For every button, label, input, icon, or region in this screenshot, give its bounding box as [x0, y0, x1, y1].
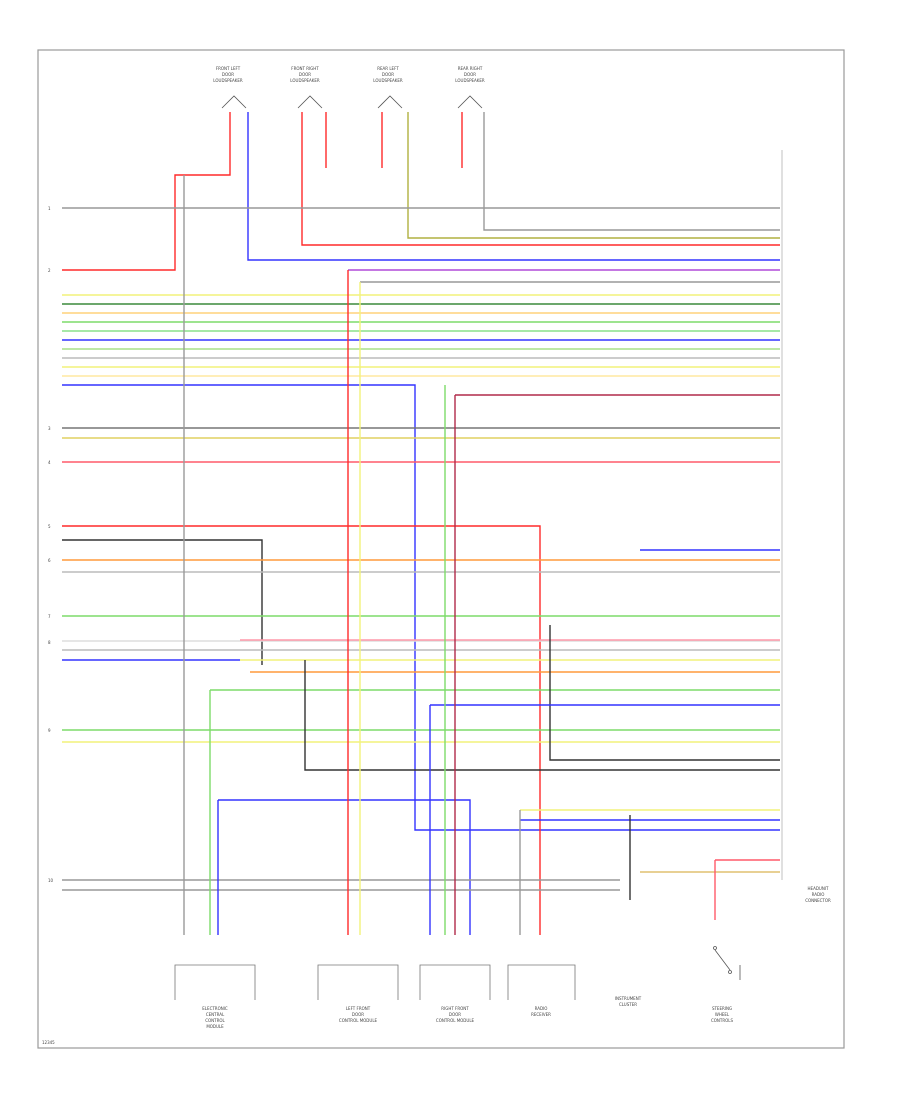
svg-text:LOUDSPEAKER: LOUDSPEAKER: [290, 78, 320, 83]
top-connector-labels: FRONT LEFT DOOR LOUDSPEAKER FRONT RIGHT …: [213, 66, 485, 83]
svg-text:CONTROL MODULE: CONTROL MODULE: [339, 1018, 378, 1023]
footer-code: 12345: [42, 1040, 55, 1045]
svg-text:RADIO: RADIO: [535, 1006, 548, 1011]
svg-text:LOUDSPEAKER: LOUDSPEAKER: [373, 78, 403, 83]
bottom-components: [174, 964, 576, 1000]
svg-text:DOOR: DOOR: [449, 1012, 461, 1017]
svg-text:ELECTRONIC: ELECTRONIC: [202, 1006, 228, 1011]
bottom-labels: ELECTRONIC CENTRAL CONTROL MODULE LEFT F…: [202, 996, 733, 1029]
svg-text:DOOR: DOOR: [382, 72, 394, 77]
svg-text:DOOR: DOOR: [299, 72, 311, 77]
svg-text:DOOR: DOOR: [352, 1012, 364, 1017]
svg-text:DOOR: DOOR: [222, 72, 234, 77]
svg-text:REAR RIGHT: REAR RIGHT: [458, 66, 483, 71]
svg-text:LOUDSPEAKER: LOUDSPEAKER: [213, 78, 243, 83]
svg-text:4: 4: [48, 460, 51, 465]
svg-text:MODULE: MODULE: [206, 1024, 224, 1029]
svg-text:CONNECTOR: CONNECTOR: [805, 898, 831, 903]
svg-text:CENTRAL: CENTRAL: [206, 1012, 225, 1017]
steering-switch-symbol: [713, 946, 741, 980]
svg-text:1: 1: [48, 206, 51, 211]
svg-text:RIGHT FRONT: RIGHT FRONT: [441, 1006, 469, 1011]
svg-text:FRONT RIGHT: FRONT RIGHT: [291, 66, 319, 71]
right-connector-label: HEADUNIT RADIO CONNECTOR: [805, 886, 831, 903]
svg-text:HEADUNIT: HEADUNIT: [808, 886, 829, 891]
svg-text:LOUDSPEAKER: LOUDSPEAKER: [455, 78, 485, 83]
top-connectors: [221, 95, 483, 109]
wire-number-labels: 1 2 3 4 5 6 7 8 9 10: [48, 206, 54, 883]
svg-text:DOOR: DOOR: [464, 72, 476, 77]
svg-text:RECEIVER: RECEIVER: [531, 1012, 551, 1017]
wires: [62, 112, 780, 935]
svg-text:10: 10: [48, 878, 54, 883]
svg-text:5: 5: [48, 524, 51, 529]
svg-text:STEERING: STEERING: [712, 1006, 732, 1011]
diagram-frame: [37, 49, 845, 1049]
svg-text:9: 9: [48, 728, 51, 733]
svg-text:CLUSTER: CLUSTER: [619, 1002, 637, 1007]
svg-text:CONTROL: CONTROL: [205, 1018, 225, 1023]
svg-text:2: 2: [48, 268, 51, 273]
svg-text:CONTROL MODULE: CONTROL MODULE: [436, 1018, 475, 1023]
svg-text:RADIO: RADIO: [812, 892, 825, 897]
svg-text:CONTROLS: CONTROLS: [711, 1018, 734, 1023]
svg-text:FRONT LEFT: FRONT LEFT: [216, 66, 241, 71]
svg-text:REAR LEFT: REAR LEFT: [377, 66, 399, 71]
svg-text:INSTRUMENT: INSTRUMENT: [615, 996, 642, 1001]
svg-text:7: 7: [48, 614, 51, 619]
svg-text:WHEEL: WHEEL: [715, 1012, 730, 1017]
svg-text:LEFT FRONT: LEFT FRONT: [346, 1006, 371, 1011]
svg-text:6: 6: [48, 558, 51, 563]
svg-text:3: 3: [48, 426, 51, 431]
svg-text:8: 8: [48, 640, 51, 645]
